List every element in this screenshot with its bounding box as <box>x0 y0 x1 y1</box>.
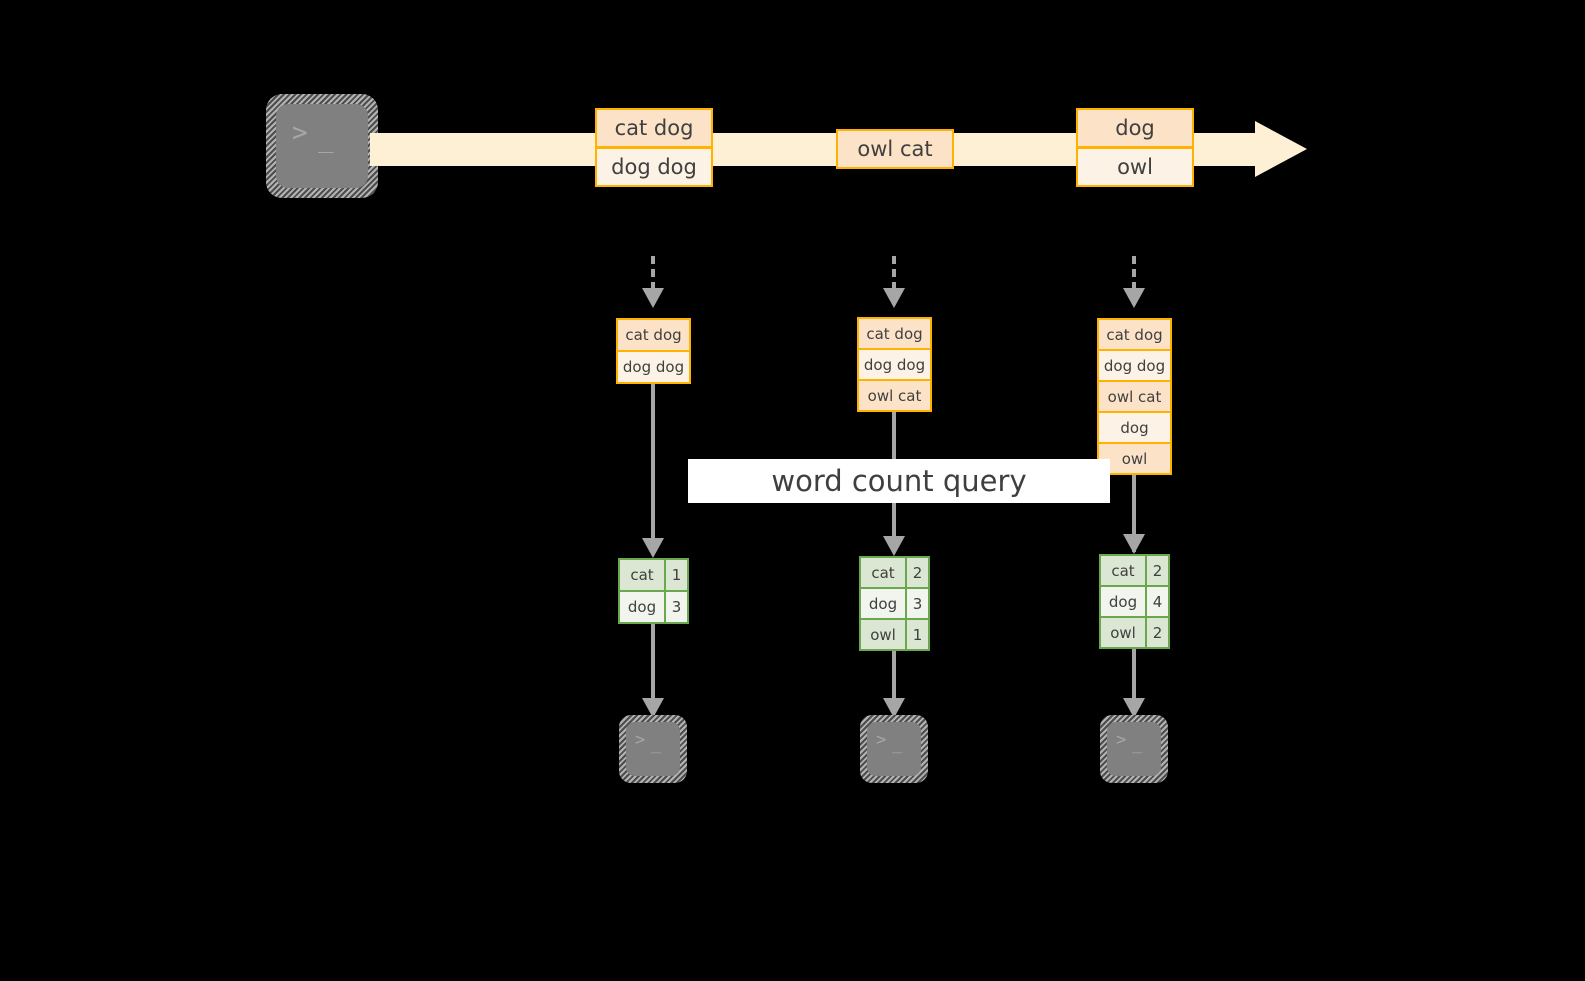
query-connector-arrowhead <box>642 538 664 558</box>
result-count-cell: 3 <box>905 589 928 618</box>
query-connector-arrowhead <box>883 536 905 556</box>
stream-message-line: dog <box>1076 108 1194 148</box>
accumulated-message-row: owl <box>1099 442 1170 473</box>
query-connector-arrowhead <box>1123 534 1145 554</box>
result-count-cell: 4 <box>1145 587 1168 616</box>
terminal-screen <box>276 104 368 188</box>
accumulated-message-row: cat dog <box>1099 320 1170 349</box>
accumulated-message-row: cat dog <box>859 319 930 348</box>
terminal-cursor-glyph: _ <box>1132 734 1143 754</box>
stream-message-line: owl <box>1076 147 1194 187</box>
terminal-screen <box>867 722 921 776</box>
result-word-cell: owl <box>861 620 905 649</box>
terminal-cursor-glyph: _ <box>318 124 334 154</box>
result-row: dog 4 <box>1101 585 1168 616</box>
terminal-screen <box>626 722 680 776</box>
terminal-prompt-glyph: > <box>876 730 887 750</box>
snapshot-tap-line <box>1132 256 1136 290</box>
accumulated-message-row: cat dog <box>618 320 689 350</box>
consumer-terminal-icon: > _ <box>1100 715 1168 783</box>
accumulated-message-row: owl cat <box>1099 380 1170 411</box>
output-connector-arrowhead <box>642 698 664 718</box>
result-word-cell: dog <box>620 592 664 622</box>
accumulated-message-row: owl cat <box>859 379 930 410</box>
output-connector-line <box>892 651 896 704</box>
terminal-cursor-glyph: _ <box>892 734 903 754</box>
accumulated-message-row: dog dog <box>859 348 930 379</box>
result-count-cell: 2 <box>1145 618 1168 647</box>
result-row: cat 2 <box>861 558 928 587</box>
consumer-terminal-icon: > _ <box>619 715 687 783</box>
terminal-prompt-glyph: > <box>635 730 646 750</box>
word-count-result-table: cat 1 dog 3 <box>618 558 689 624</box>
stream-message-line: owl cat <box>836 129 954 169</box>
terminal-prompt-glyph: > <box>1116 730 1127 750</box>
accumulated-messages-table: cat dog dog dog owl cat dog owl <box>1097 318 1172 475</box>
result-row: cat 1 <box>620 560 687 590</box>
query-connector-line <box>651 384 655 554</box>
accumulated-message-row: dog dog <box>618 350 689 382</box>
producer-terminal-icon: > _ <box>266 94 378 198</box>
input-stream-arrowhead <box>1255 121 1307 177</box>
stream-message-line: cat dog <box>595 108 713 148</box>
result-count-cell: 3 <box>664 592 687 622</box>
terminal-cursor-glyph: _ <box>651 734 662 754</box>
result-row: dog 3 <box>620 590 687 622</box>
terminal-screen <box>1107 722 1161 776</box>
snapshot-tap-arrowhead <box>883 288 905 308</box>
accumulated-message-row: dog <box>1099 411 1170 442</box>
accumulated-messages-table: cat dog dog dog <box>616 318 691 384</box>
result-count-cell: 2 <box>905 558 928 587</box>
result-row: dog 3 <box>861 587 928 618</box>
result-word-cell: dog <box>861 589 905 618</box>
output-connector-arrowhead <box>1123 698 1145 718</box>
accumulated-messages-table: cat dog dog dog owl cat <box>857 317 932 412</box>
result-count-cell: 2 <box>1145 556 1168 585</box>
accumulated-message-row: dog dog <box>1099 349 1170 380</box>
result-word-cell: cat <box>620 560 664 590</box>
word-count-result-table: cat 2 dog 3 owl 1 <box>859 556 930 651</box>
result-row: owl 1 <box>861 618 928 649</box>
output-connector-arrowhead <box>883 698 905 718</box>
result-word-cell: dog <box>1101 587 1145 616</box>
result-word-cell: owl <box>1101 618 1145 647</box>
word-count-result-table: cat 2 dog 4 owl 2 <box>1099 554 1170 649</box>
consumer-terminal-icon: > _ <box>860 715 928 783</box>
query-label: word count query <box>688 459 1110 503</box>
result-row: owl 2 <box>1101 616 1168 647</box>
snapshot-tap-arrowhead <box>642 288 664 308</box>
snapshot-tap-line <box>892 256 896 290</box>
output-connector-line <box>1132 649 1136 704</box>
stream-message-line: dog dog <box>595 147 713 187</box>
result-word-cell: cat <box>1101 556 1145 585</box>
output-connector-line <box>651 624 655 704</box>
terminal-prompt-glyph: > <box>292 118 308 148</box>
snapshot-tap-arrowhead <box>1123 288 1145 308</box>
result-count-cell: 1 <box>664 560 687 590</box>
result-word-cell: cat <box>861 558 905 587</box>
result-count-cell: 1 <box>905 620 928 649</box>
query-connector-line <box>1132 475 1136 552</box>
result-row: cat 2 <box>1101 556 1168 585</box>
snapshot-tap-line <box>651 256 655 290</box>
